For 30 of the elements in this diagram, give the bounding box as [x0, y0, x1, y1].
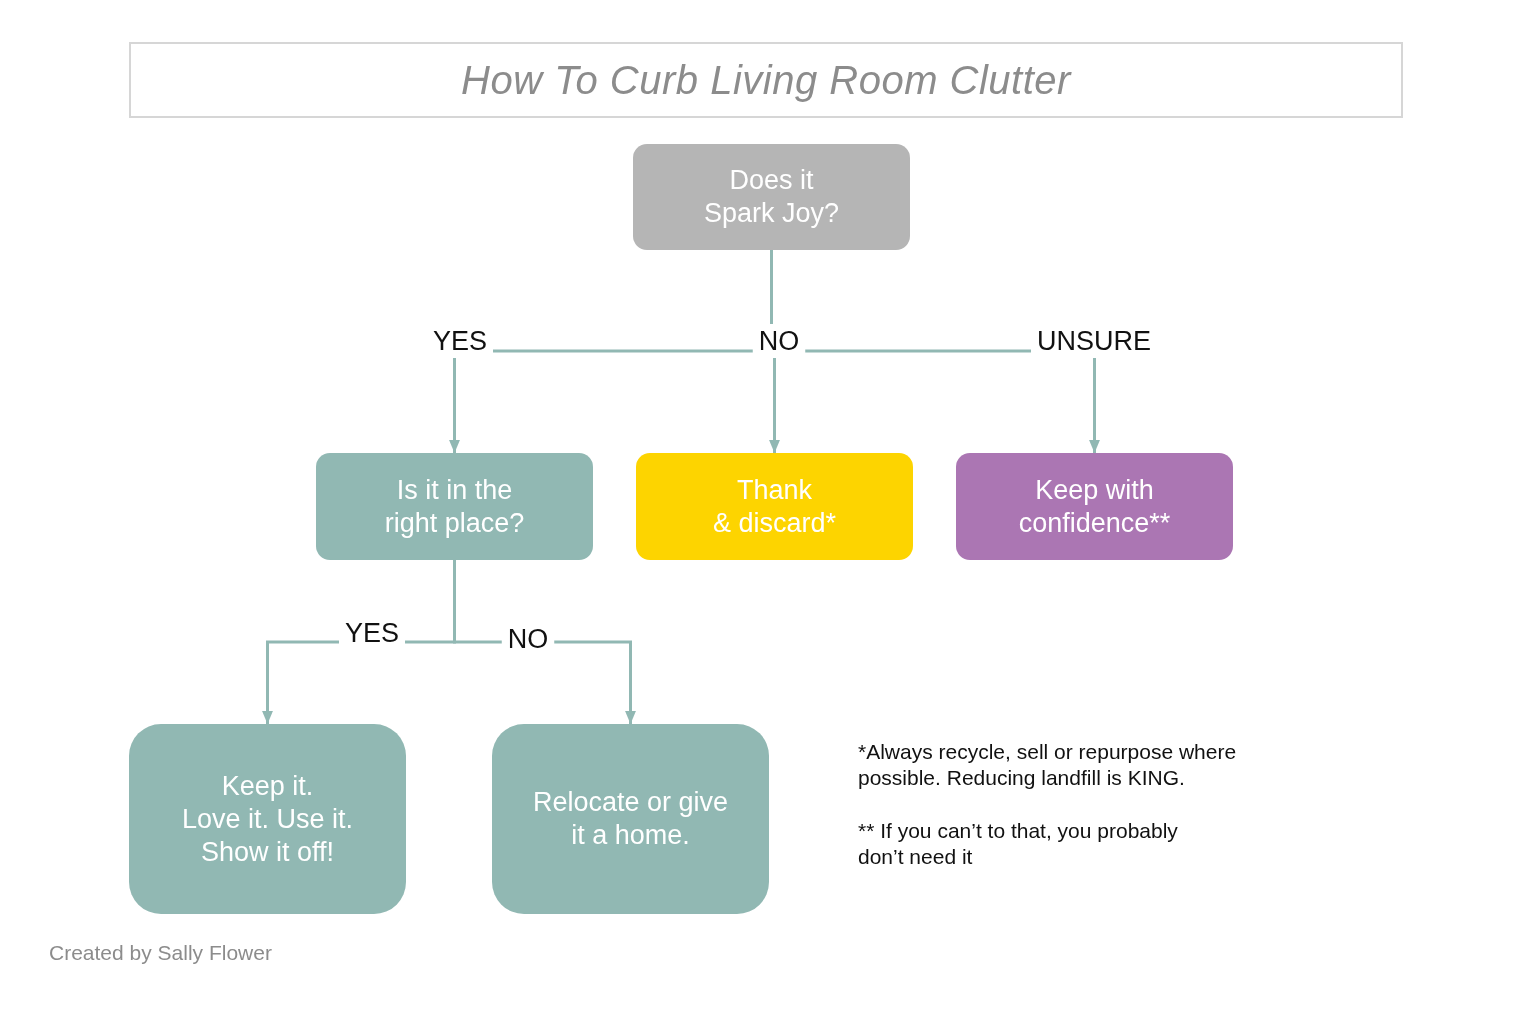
branch-label: UNSURE [1031, 324, 1157, 358]
credit-line: Created by Sally Flower [49, 940, 273, 966]
outcome-text: Keep with confidence** [1018, 473, 1171, 540]
connector-line [770, 250, 773, 324]
outcome-box [636, 453, 913, 560]
outcome-text: Relocate or give it a home. [532, 786, 729, 852]
branch-label: YES [339, 616, 405, 650]
branch-label: NO [501, 622, 555, 656]
arrow [1089, 358, 1100, 453]
footnote: *Always recycle, sell or repurpose where possible. Reducing landfill is KING. [858, 739, 1238, 791]
branch-label: NO [752, 324, 806, 358]
branch-label: YES [427, 324, 493, 358]
question-text: Is it in the right place? [384, 473, 525, 540]
outcome-text: Keep it. Love it. Use it. Show it off! [181, 769, 354, 869]
outcome-text: Thank & discard* [712, 473, 837, 540]
outcome-box [129, 724, 406, 914]
arrow [769, 358, 780, 453]
outcome-box [956, 453, 1233, 560]
question-box [316, 453, 593, 560]
connector-line [493, 349, 753, 353]
question-text: Does it Spark Joy? [703, 164, 840, 230]
footnote: ** If you can’t to that, you probably don’t need it [858, 818, 1179, 870]
outcome-box [492, 724, 769, 914]
arrow [262, 640, 339, 724]
connector-line [805, 349, 1031, 353]
title-banner: How To Curb Living Room Clutter [129, 42, 1403, 118]
arrow [449, 358, 460, 453]
question-box [633, 144, 910, 250]
arrow [554, 640, 636, 724]
connector-line [453, 560, 502, 644]
